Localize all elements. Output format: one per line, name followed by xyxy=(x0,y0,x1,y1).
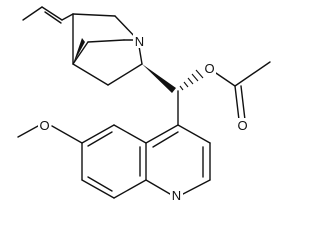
vinyl-group xyxy=(22,6,74,24)
carbonyl-bond-a xyxy=(234,85,240,121)
benzo-bond-4-inner xyxy=(87,176,113,192)
quinuclidine-nitrogen-label: N xyxy=(135,34,144,49)
carbonyl-oxygen-label: O xyxy=(237,118,247,133)
c8-c9-wedge-bond xyxy=(142,64,176,93)
cage-bridge-b xyxy=(87,39,125,43)
quinoline-bond-3 xyxy=(182,179,211,195)
quinuclidine-n-mask xyxy=(133,34,146,48)
chemical-structure: N O O O N xyxy=(17,6,271,203)
hash-bond-2 xyxy=(183,81,189,88)
hash-bond-3 xyxy=(187,77,194,85)
cage-top-bond xyxy=(72,13,116,17)
methoxy-o-mask xyxy=(38,118,51,132)
vinyl-double-bond-a xyxy=(41,6,63,21)
ester-side-chain xyxy=(142,61,271,126)
benzo-bond-2 xyxy=(81,124,115,144)
cage-c8-to-c7 xyxy=(107,63,143,86)
vinyl-double-bond-b xyxy=(44,11,62,24)
quinoline-nitrogen-label: N xyxy=(172,188,181,203)
methoxy-oxygen-label: O xyxy=(39,118,49,133)
methoxy-o-bond xyxy=(51,125,83,144)
carbonyl-bond-b xyxy=(240,85,246,121)
methoxy-group xyxy=(17,125,83,144)
carbonyl-o-mask xyxy=(236,118,249,132)
benzo-bond-1 xyxy=(113,124,147,144)
quinoline-n-mask xyxy=(170,188,183,202)
quinoline-bond-4 xyxy=(145,179,171,195)
ester-oxygen-label: O xyxy=(204,61,214,76)
quinoline-ring xyxy=(81,124,211,199)
benzo-bond-5 xyxy=(113,179,147,199)
hash-bond-4 xyxy=(191,73,199,82)
quinoline-bond-6-inner xyxy=(152,131,179,148)
cage-wedge-bond xyxy=(73,38,85,64)
quinuclidine-cage xyxy=(72,13,143,86)
ester-o-mask xyxy=(203,61,216,75)
cage-bridge-a xyxy=(72,41,89,65)
acetyl-methyl-bond xyxy=(234,61,271,87)
benzo-bond-2-inner xyxy=(87,131,113,147)
methoxy-methyl-bond xyxy=(17,125,39,138)
hash-bond-1 xyxy=(179,85,184,91)
vinyl-attachment-bond xyxy=(61,13,74,21)
vinyl-terminal-bond xyxy=(22,6,43,21)
atom-labels: N O O O N xyxy=(38,34,249,203)
quinoline-bond-6 xyxy=(145,124,179,144)
benzo-bond-4 xyxy=(81,179,115,199)
quinoline-bond-1 xyxy=(177,124,211,144)
cage-c7-to-c4 xyxy=(72,63,109,86)
hash-bond-5 xyxy=(195,69,204,79)
